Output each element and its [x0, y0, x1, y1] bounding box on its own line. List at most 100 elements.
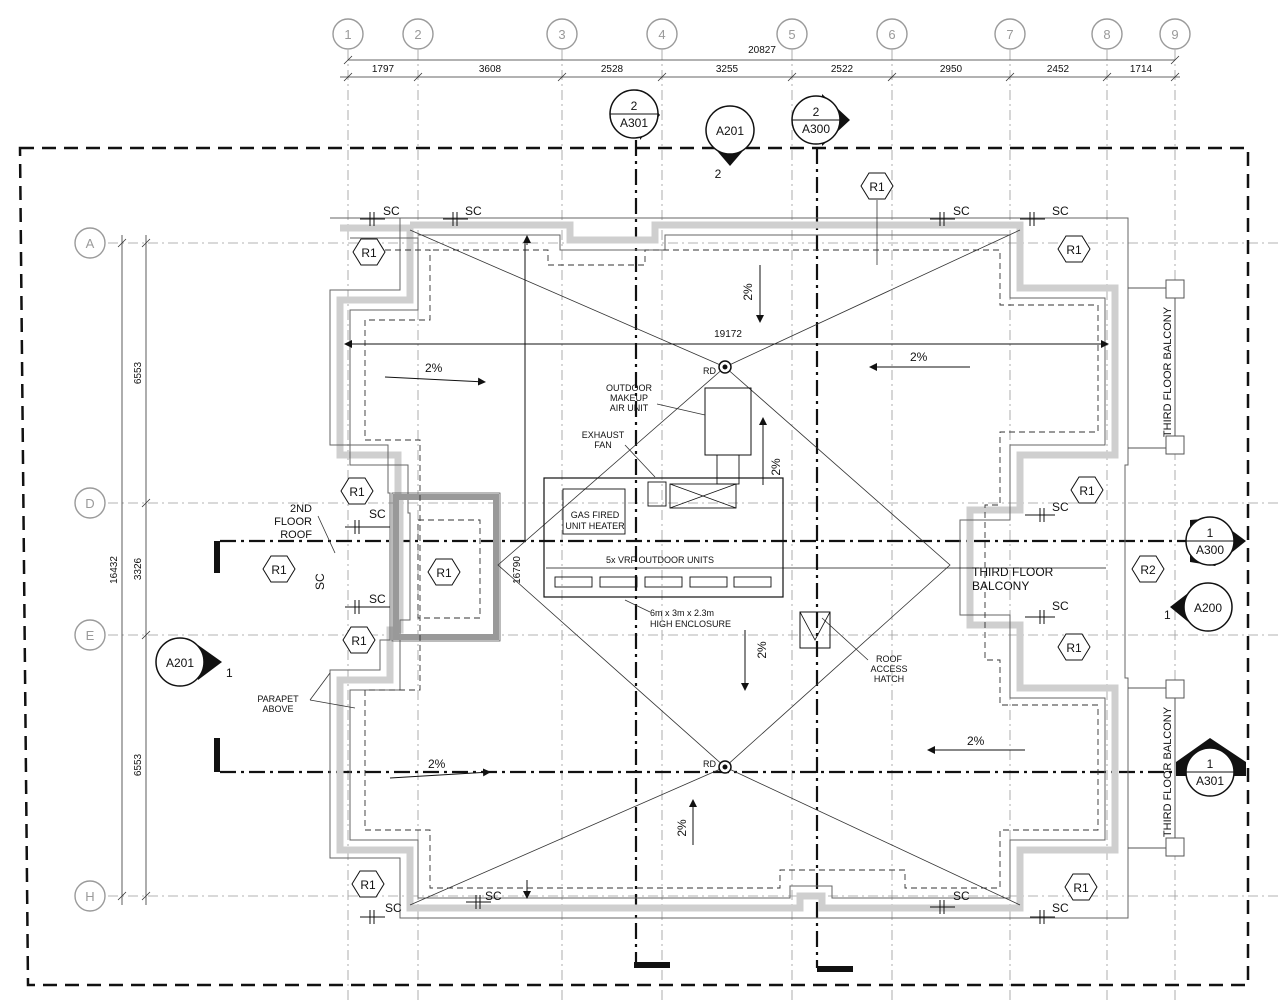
- slope-label-2: 2%: [910, 350, 928, 364]
- section-marker-right-low: [1176, 738, 1246, 797]
- left-dimension-lines: [117, 235, 151, 905]
- elev-right-num: 1: [1164, 608, 1171, 622]
- sc-tag-5: SC: [369, 507, 386, 521]
- grid-8: 8: [1103, 27, 1110, 42]
- grid-d: D: [85, 496, 94, 511]
- grid-6: 6: [888, 27, 895, 42]
- sc-tag-1: SC: [383, 204, 400, 218]
- dim-row-3: 6553: [133, 753, 144, 776]
- roof-access-label: ROOF ACCESS HATCH: [870, 654, 908, 684]
- top-dimension-lines: [340, 55, 1180, 82]
- scupper-marks: [345, 212, 1055, 924]
- sc-tag-8: SC: [1052, 500, 1069, 514]
- outdoor-makeup-label: OUTDOOR MAKEUP AIR UNIT: [606, 383, 652, 413]
- second-floor-roof-label: 2ND FLOOR ROOF: [274, 503, 312, 541]
- slope-label-3: 2%: [741, 283, 755, 301]
- dim-bay-4: 3255: [716, 64, 739, 75]
- outdoor-makeup-air-unit: [704, 387, 752, 456]
- grid-2: 2: [414, 27, 421, 42]
- dim-row-2: 3326: [133, 557, 144, 580]
- dim-bay-2: 3608: [479, 64, 502, 75]
- dim-bay-7: 2452: [1047, 64, 1070, 75]
- section-rl-sheet: A301: [1196, 774, 1224, 788]
- elevation-marker-right: [1170, 582, 1233, 632]
- roof-access-hatch: [799, 611, 831, 649]
- enclosure-label: 6m x 3m x 2.3m HIGH ENCLOSURE: [650, 608, 732, 629]
- sc-tag-4: SC: [1052, 204, 1069, 218]
- elevation-marker-top: [705, 105, 755, 166]
- r1-tag-9: R1: [1066, 641, 1082, 655]
- roof-drain-top: [718, 360, 732, 374]
- grid-9: 9: [1171, 27, 1178, 42]
- section-tl-num: 2: [631, 99, 638, 113]
- column-grid-bubbles: [332, 18, 1191, 50]
- r1-tag-8: R1: [1079, 484, 1095, 498]
- section-rl-num: 1: [1207, 757, 1214, 771]
- slope-label-6: 2%: [967, 734, 985, 748]
- sc-tag-10: SC: [385, 901, 402, 915]
- slope-label-5: 2%: [755, 641, 769, 659]
- high-enclosure: [543, 477, 784, 598]
- gas-fired-label: GAS FIRED UNIT HEATER: [565, 510, 625, 531]
- rd-label-bottom: RD: [703, 759, 716, 769]
- slope-label-8: 2%: [675, 819, 689, 837]
- elev-left-sheet: A201: [166, 656, 194, 670]
- slope-arrows: [384, 235, 1025, 899]
- grid-1: 1: [344, 27, 351, 42]
- sc-tag-3: SC: [953, 204, 970, 218]
- sc-tag-2: SC: [465, 204, 482, 218]
- parapet-label: PARAPET ABOVE: [257, 694, 299, 714]
- row-grid-bubbles: [74, 227, 106, 912]
- dim-overall-depth: 16432: [109, 556, 120, 584]
- column-grid-lines: [347, 50, 1176, 1002]
- section-cut-lines: [214, 140, 1190, 972]
- exhaust-fan: [647, 481, 667, 507]
- sc-tag-9: SC: [1052, 599, 1069, 613]
- dim-bay-3: 2528: [601, 64, 624, 75]
- r1-tag-3: R1: [869, 180, 885, 194]
- r1-tag-5: R1: [271, 563, 287, 577]
- gas-fired-unit-heater: [562, 488, 626, 535]
- leader-lines: [309, 200, 878, 709]
- section-marker-top-right: [791, 94, 850, 146]
- elev-right-sheet: A200: [1194, 601, 1222, 615]
- dim-bay-5: 2522: [831, 64, 854, 75]
- section-tr-num: 2: [813, 105, 820, 119]
- section-tr-sheet: A300: [802, 122, 830, 136]
- balcony-railing-upper: [1128, 279, 1185, 455]
- dim-bay-6: 2950: [940, 64, 963, 75]
- slope-label-1: 2%: [425, 361, 443, 375]
- dim-enclosure: 16790: [512, 556, 523, 584]
- site-boundary: [18, 146, 1250, 987]
- r1-tag-2: R1: [1066, 243, 1082, 257]
- third-floor-balcony-lower: THIRD FLOOR BALCONY: [1162, 706, 1174, 838]
- dim-overall-width: 20827: [748, 45, 776, 56]
- r1-tag-11: R1: [1073, 881, 1089, 895]
- elev-left-num: 1: [226, 666, 233, 680]
- third-floor-balcony-mid: THIRD FLOOR BALCONY: [972, 565, 1054, 593]
- grid-5: 5: [788, 27, 795, 42]
- grid-4: 4: [658, 27, 665, 42]
- row-grid-lines: [108, 242, 1280, 897]
- roof-type-hex-tags: [262, 172, 1165, 901]
- grid-e: E: [86, 628, 95, 643]
- r1-tag-7: R1: [351, 634, 367, 648]
- rd-label-top: RD: [703, 366, 716, 376]
- slope-label-7: 2%: [428, 757, 446, 771]
- sc-tag-12: SC: [953, 889, 970, 903]
- r1-tag-4: R1: [349, 485, 365, 499]
- dim-bay-1: 1797: [372, 64, 395, 75]
- dim-inner-width: 19172: [714, 329, 742, 340]
- grid-7: 7: [1006, 27, 1013, 42]
- third-floor-balcony-upper: THIRD FLOOR BALCONY: [1162, 306, 1174, 438]
- r1-tag-10: R1: [360, 878, 376, 892]
- section-marker-top-left: [609, 89, 660, 140]
- slope-label-4: 2%: [769, 458, 783, 476]
- dim-row-1: 6553: [133, 361, 144, 384]
- exhaust-fan-label: EXHAUST FAN: [581, 430, 625, 450]
- balcony-railing-lower: [1128, 679, 1185, 857]
- section-marker-right-mid: [1185, 516, 1246, 566]
- roof-edge-dashed: [364, 249, 1099, 889]
- grid-3: 3: [558, 27, 565, 42]
